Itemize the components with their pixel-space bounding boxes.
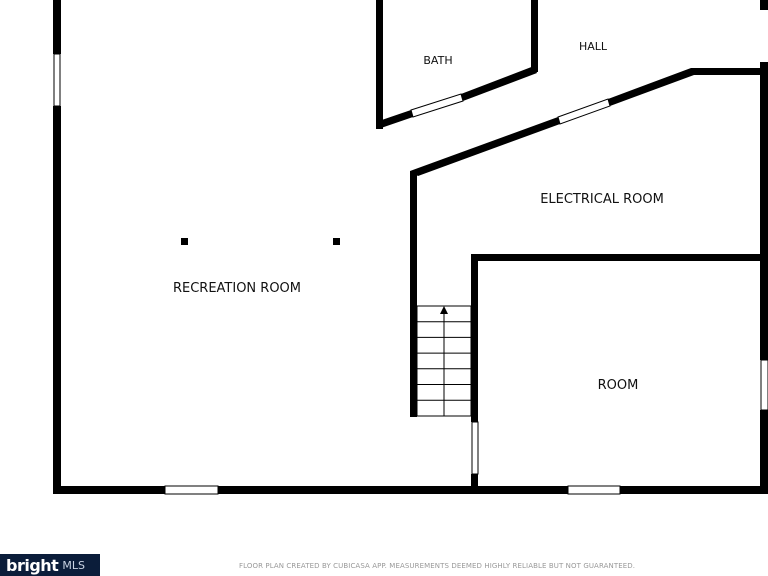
disclaimer-note: FLOOR PLAN CREATED BY CUBICASA APP. MEAS… <box>239 562 636 570</box>
label-bath: BATH <box>423 54 452 67</box>
stair-direction-arrow-icon <box>440 306 448 314</box>
label-recreation-room: RECREATION ROOM <box>173 281 301 296</box>
door-room <box>471 421 479 475</box>
window-left <box>53 53 61 107</box>
logo-brand-text: bright <box>6 555 59 575</box>
wall-bottom-middle <box>218 486 568 494</box>
wall-bottom-left <box>53 486 165 494</box>
wall-bath-right <box>531 0 538 72</box>
door-bath <box>410 93 464 118</box>
wall-right-lower <box>760 410 768 494</box>
window-bottom-left <box>164 485 219 495</box>
staircase <box>416 305 472 417</box>
wall-right-top <box>760 0 768 10</box>
wall-electrical-diagonal-left <box>410 117 560 176</box>
column-right <box>333 238 340 245</box>
wall-electrical-diagonal-right <box>608 68 694 106</box>
label-electrical-room: ELECTRICAL ROOM <box>540 192 664 207</box>
wall-right-middle <box>760 62 768 360</box>
wall-room-top <box>472 254 768 261</box>
wall-left-lower <box>53 106 61 494</box>
window-right <box>760 359 768 411</box>
wall-electrical-top <box>691 68 768 75</box>
label-room: ROOM <box>598 378 639 393</box>
label-hall: HALL <box>579 40 608 53</box>
wall-stair-left <box>410 171 417 417</box>
wall-bottom-right <box>620 486 768 494</box>
wall-left-upper <box>53 0 61 54</box>
wall-room-left-upper <box>471 254 478 422</box>
logo-suffix-text: MLS <box>62 558 85 572</box>
bright-mls-logo: bright MLS <box>0 554 100 576</box>
window-bottom-right <box>567 485 621 495</box>
wall-room-left-lower <box>471 474 478 494</box>
wall-bath-bottom-right <box>461 66 537 101</box>
door-electrical <box>557 98 611 125</box>
column-left <box>181 238 188 245</box>
wall-bath-bottom-left <box>376 110 413 129</box>
wall-bath-left <box>376 0 383 129</box>
